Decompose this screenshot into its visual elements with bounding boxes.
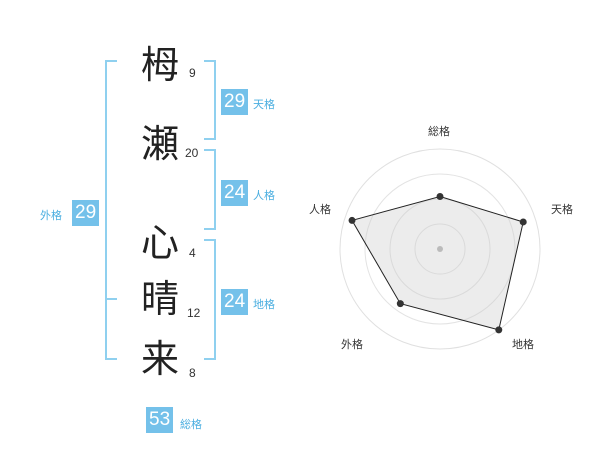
soukaku-label: 総格 — [180, 418, 202, 431]
name-char-1: 栂 — [140, 43, 179, 87]
radar-label-jinkaku: 人格 — [309, 203, 331, 216]
chikaku-value: 24 — [221, 289, 249, 315]
stroke-count-4: 12 — [187, 306, 201, 320]
radar-label-soukaku: 総格 — [428, 125, 450, 138]
gaikaku-value: 29 — [72, 200, 100, 226]
name-char-2: 瀬 — [140, 122, 179, 166]
bracket-lines — [105, 60, 216, 360]
radar-label-tenkaku: 天格 — [551, 203, 573, 216]
radar-point-4 — [396, 300, 404, 308]
radar-point-5 — [348, 216, 356, 224]
radar-point-2 — [519, 218, 527, 226]
radar-polygon — [351, 195, 524, 331]
stroke-count-3: 4 — [189, 246, 196, 260]
tenkaku-label: 天格 — [253, 98, 275, 111]
radar-center-dot — [437, 246, 443, 252]
radar-label-chikaku: 地格 — [512, 338, 534, 351]
soukaku-value: 53 — [146, 407, 174, 433]
radar-label-gaikaku: 外格 — [341, 338, 363, 351]
chikaku-label: 地格 — [253, 298, 275, 311]
name-char-5: 来 — [140, 337, 179, 381]
name-char-3: 心 — [140, 221, 179, 265]
radar-ring — [364, 173, 516, 325]
stroke-count-5: 8 — [189, 366, 196, 380]
gaikaku-label: 外格 — [40, 209, 62, 222]
jinkaku-value: 24 — [221, 180, 249, 206]
stroke-count-2: 20 — [185, 146, 199, 160]
tenkaku-value: 29 — [221, 89, 249, 115]
stroke-count-1: 9 — [189, 66, 196, 80]
name-char-4: 晴 — [140, 277, 179, 321]
radar-ring — [414, 223, 466, 275]
radar-point-3 — [495, 326, 503, 334]
jinkaku-label: 人格 — [253, 189, 275, 202]
radar-point-1 — [436, 193, 444, 200]
